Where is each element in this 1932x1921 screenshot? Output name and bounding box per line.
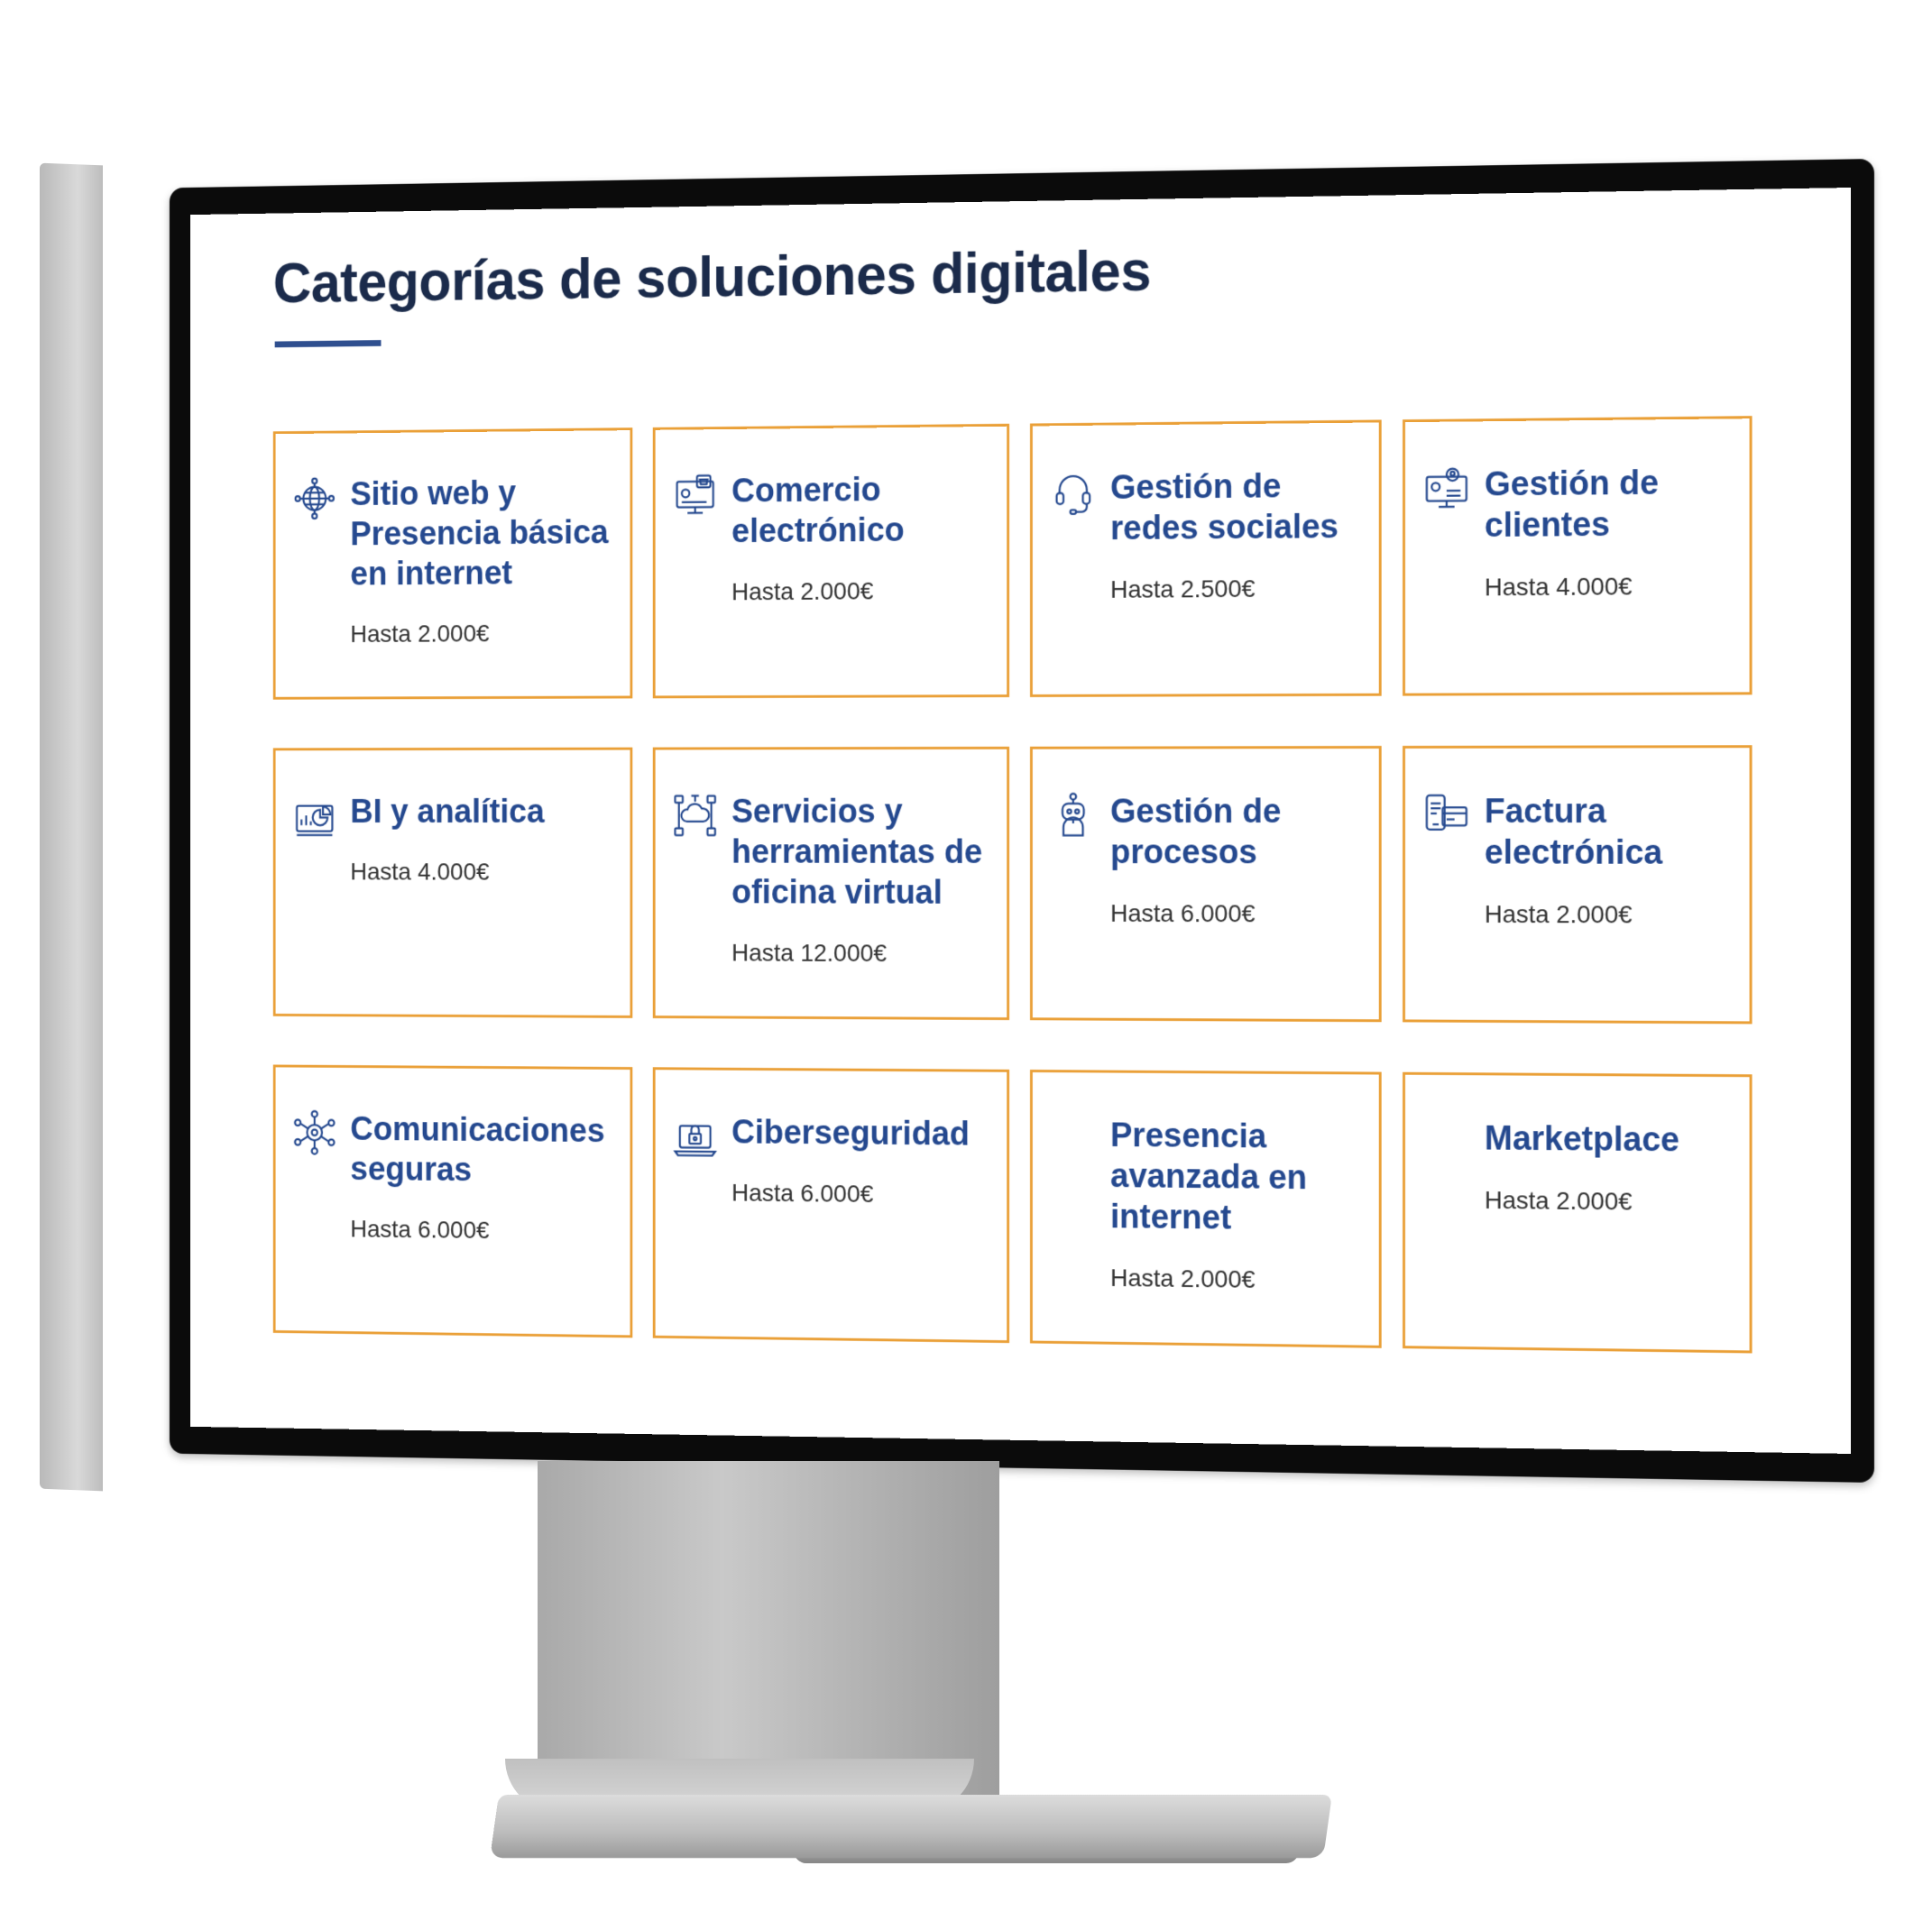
card-title: Gestión de procesos <box>1110 793 1282 872</box>
card-price: Hasta 4.000€ <box>1484 572 1633 602</box>
category-card-gestion-clientes[interactable]: Gestión de clientes Hasta 4.000€ <box>1403 416 1753 696</box>
card-price: Hasta 2.500€ <box>1110 574 1256 603</box>
categories-grid: Sitio web y Presencia básica en internet… <box>272 416 1769 1370</box>
cloud-network-icon <box>672 792 718 839</box>
monitor-stand-base <box>490 1795 1332 1858</box>
category-card-comercio-electronico[interactable]: Comercio electrónico Hasta 2.000€ <box>652 423 1010 699</box>
card-title: Servicios y herramientas de oficina virt… <box>731 793 983 912</box>
card-price: Hasta 12.000€ <box>731 939 888 967</box>
category-card-comunicaciones-seguras[interactable]: Comunicaciones seguras Hasta 6.000€ <box>272 1064 633 1338</box>
monitor-stand-neck <box>538 1461 999 1795</box>
card-title: Marketplace <box>1484 1119 1679 1160</box>
page-title: Categorías de soluciones digitales <box>272 238 1151 315</box>
category-card-redes-sociales[interactable]: Gestión de redes sociales Hasta 2.500€ <box>1029 419 1382 697</box>
monitor-screen: Categorías de soluciones digitales Sitio… <box>190 188 1852 1454</box>
customer-monitor-icon <box>1422 464 1470 513</box>
monitor-side-edge <box>40 162 103 1492</box>
card-price: Hasta 6.000€ <box>350 1215 490 1244</box>
globe-icon <box>292 475 337 522</box>
analytics-chart-icon <box>292 792 337 839</box>
category-card-presencia-avanzada[interactable]: Presencia avanzada en internet Hasta 2.0… <box>1029 1070 1382 1348</box>
card-title: BI y analítica <box>350 794 545 831</box>
category-card-ciberseguridad[interactable]: Ciberseguridad Hasta 6.000€ <box>652 1067 1010 1344</box>
card-title: Sitio web y Presencia básica en internet <box>350 474 609 593</box>
category-card-factura-electronica[interactable]: Factura electrónica Hasta 2.000€ <box>1403 745 1753 1025</box>
category-card-marketplace[interactable]: Marketplace Hasta 2.000€ <box>1403 1071 1753 1354</box>
card-price: Hasta 2.000€ <box>1484 1186 1633 1216</box>
card-title: Ciberseguridad <box>731 1114 970 1154</box>
category-card-bi-analitica[interactable]: BI y analítica Hasta 4.000€ <box>272 747 633 1018</box>
card-price: Hasta 2.000€ <box>1110 1264 1256 1293</box>
category-card-gestion-procesos[interactable]: Gestión de procesos Hasta 6.000€ <box>1029 746 1382 1023</box>
robot-icon <box>1050 792 1097 840</box>
card-price: Hasta 2.000€ <box>731 576 874 606</box>
card-title: Gestión de clientes <box>1484 464 1659 545</box>
laptop-lock-icon <box>672 1112 718 1160</box>
secure-network-icon <box>292 1109 337 1156</box>
card-price: Hasta 2.000€ <box>1484 900 1633 929</box>
card-price: Hasta 6.000€ <box>1110 899 1256 928</box>
card-title: Gestión de redes sociales <box>1110 467 1339 547</box>
headset-icon <box>1050 468 1097 516</box>
card-title: Comunicaciones seguras <box>350 1111 605 1189</box>
category-card-sitio-web[interactable]: Sitio web y Presencia básica en internet… <box>272 427 633 700</box>
category-card-oficina-virtual[interactable]: Servicios y herramientas de oficina virt… <box>652 746 1010 1021</box>
card-price: Hasta 2.000€ <box>350 620 490 648</box>
invoice-phone-icon <box>1422 791 1470 839</box>
card-price: Hasta 6.000€ <box>731 1179 874 1208</box>
title-underline <box>274 340 382 348</box>
card-title: Presencia avanzada en internet <box>1110 1117 1308 1237</box>
card-title: Comercio electrónico <box>731 471 905 550</box>
card-title: Factura electrónica <box>1484 793 1663 872</box>
card-price: Hasta 4.000€ <box>350 858 490 886</box>
ecommerce-monitor-icon <box>672 472 718 519</box>
